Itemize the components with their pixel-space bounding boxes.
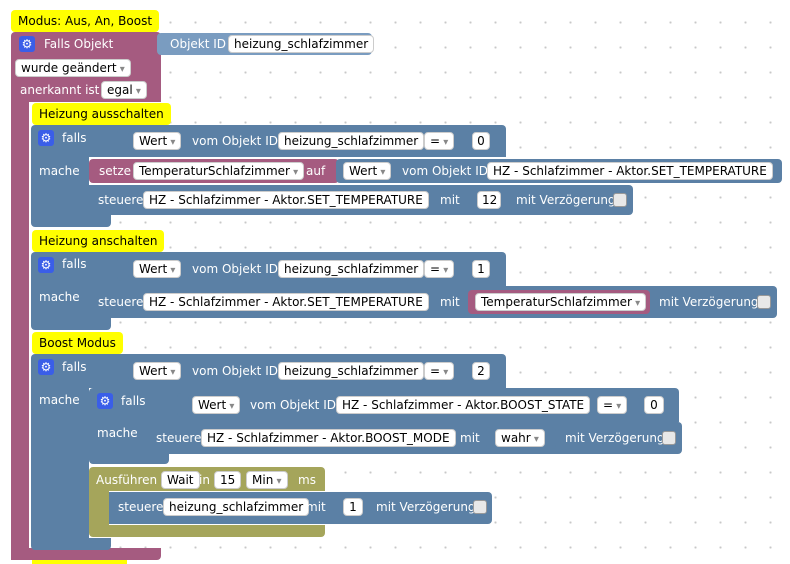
wurde-geaendert-dropdown[interactable]: wurde geändert (15, 59, 131, 77)
mit-verzoegerung-label: mit Verzögerung (565, 431, 665, 445)
operator-dropdown[interactable]: = (597, 396, 628, 414)
if-block-anschalten-spine (31, 284, 89, 320)
mit-label: mit (306, 500, 326, 514)
object-field[interactable]: heizung_schlafzimmer (163, 498, 310, 516)
object-id-field[interactable]: heizung_schlafzimmer (228, 35, 375, 53)
vom-objekt-id-label: vom Objekt ID (250, 398, 336, 412)
auf-label: auf (306, 164, 326, 178)
steuere-label: steuere (98, 295, 144, 309)
object-field[interactable]: HZ - Schlafzimmer - Aktor.SET_TEMPERATUR… (487, 162, 773, 180)
mache-label: mache (97, 426, 138, 440)
wert-dropdown[interactable]: Wert (192, 396, 241, 414)
object-field[interactable]: heizung_schlafzimmer (278, 260, 425, 278)
variable-dropdown[interactable]: TemperaturSchlafzimmer (475, 293, 647, 311)
number-field[interactable]: 12 (477, 191, 501, 209)
gear-icon[interactable]: ⚙ (97, 393, 113, 409)
number-field[interactable]: 1 (472, 260, 490, 278)
falls-label: falls (62, 131, 87, 145)
wert-dropdown[interactable]: Wert (133, 132, 182, 150)
vom-objekt-id-label: vom Objekt ID (192, 262, 278, 276)
wert-dropdown[interactable]: Wert (133, 362, 182, 380)
object-field[interactable]: HZ - Schlafzimmer - Aktor.SET_TEMPERATUR… (143, 191, 429, 209)
inner-if-footer (89, 454, 169, 464)
operator-dropdown[interactable]: = (424, 362, 455, 380)
mit-label: mit (440, 295, 460, 309)
wait-block-spine (89, 489, 109, 527)
trigger-block-footer (11, 548, 161, 560)
mit-verzoegerung-label: mit Verzögerung (376, 500, 476, 514)
comment-boost[interactable]: Boost Modus (32, 332, 123, 354)
mit-verzoegerung-label: mit Verzögerung (659, 295, 759, 309)
number-field[interactable]: 0 (644, 396, 664, 414)
wert-dropdown[interactable]: Wert (133, 260, 182, 278)
vom-objekt-id-label: vom Objekt ID (402, 164, 488, 178)
wait-field[interactable]: Wait (161, 471, 200, 489)
anerkannt-dropdown[interactable]: egal (101, 81, 147, 99)
wait-block-footer (89, 525, 325, 537)
delay-checkbox[interactable] (613, 193, 627, 207)
anerkannt-label: anerkannt ist (20, 83, 100, 97)
mit-label: mit (460, 431, 480, 445)
gear-icon[interactable]: ⚙ (38, 257, 54, 273)
vom-objekt-id-label: vom Objekt ID (192, 134, 278, 148)
bool-dropdown[interactable]: wahr (495, 429, 545, 447)
falls-label: falls (62, 360, 87, 374)
comment-ausschalten[interactable]: Heizung ausschalten (32, 103, 171, 125)
steuere-label: steuere (156, 431, 202, 445)
steuere-label: steuere (118, 500, 164, 514)
gear-icon[interactable]: ⚙ (38, 359, 54, 375)
number-field[interactable]: 2 (472, 362, 490, 380)
object-id-label: Objekt ID (170, 37, 227, 51)
delay-checkbox[interactable] (662, 431, 676, 445)
mit-label: mit (440, 193, 460, 207)
operator-dropdown[interactable]: = (424, 260, 455, 278)
delay-checkbox[interactable] (757, 295, 771, 309)
mache-label: mache (39, 393, 80, 407)
variable-dropdown[interactable]: TemperaturSchlafzimmer (133, 162, 305, 180)
inner-if-spine (89, 420, 147, 456)
gear-icon[interactable]: ⚙ (19, 36, 35, 52)
object-field[interactable]: HZ - Schlafzimmer - Aktor.BOOST_MODE (201, 429, 456, 447)
falls-label: falls (62, 257, 87, 271)
mache-label: mache (39, 164, 80, 178)
object-field[interactable]: HZ - Schlafzimmer - Aktor.SET_TEMPERATUR… (143, 293, 429, 311)
object-field[interactable]: heizung_schlafzimmer (278, 362, 425, 380)
number-field[interactable]: 0 (472, 132, 490, 150)
wait-amount-field[interactable]: 15 (214, 471, 242, 489)
gear-icon[interactable]: ⚙ (38, 130, 54, 146)
object-field[interactable]: HZ - Schlafzimmer - Aktor.BOOST_STATE (336, 396, 591, 414)
number-field[interactable]: 1 (343, 498, 363, 516)
trigger-block-spine (11, 100, 29, 560)
mit-verzoegerung-label: mit Verzögerung (516, 193, 616, 207)
vom-objekt-id-label: vom Objekt ID (192, 364, 278, 378)
wert-dropdown[interactable]: Wert (343, 162, 392, 180)
mache-label: mache (39, 290, 80, 304)
if-block-boost-spine (31, 386, 89, 542)
setze-label: setze (99, 164, 132, 178)
if-block-ausschalten-spine (31, 155, 89, 217)
falls-label: falls (121, 394, 146, 408)
comment-cutoff (32, 560, 127, 564)
operator-dropdown[interactable]: = (424, 132, 455, 150)
if-block-boost-footer (31, 538, 111, 550)
comment-trigger[interactable]: Modus: Aus, An, Boost (11, 10, 160, 32)
falls-objekt-label: Falls Objekt (44, 37, 114, 51)
wait-unit-dropdown[interactable]: Min (246, 471, 288, 489)
in-label: in (199, 473, 210, 487)
steuere-label: steuere (98, 193, 144, 207)
if-block-anschalten-footer (31, 318, 111, 330)
object-field[interactable]: heizung_schlafzimmer (278, 132, 425, 150)
if-block-ausschalten-footer (31, 215, 111, 227)
comment-anschalten[interactable]: Heizung anschalten (32, 230, 165, 252)
ms-label: ms (298, 473, 316, 487)
ausfuehren-label: Ausführen (96, 473, 158, 487)
delay-checkbox[interactable] (473, 500, 487, 514)
